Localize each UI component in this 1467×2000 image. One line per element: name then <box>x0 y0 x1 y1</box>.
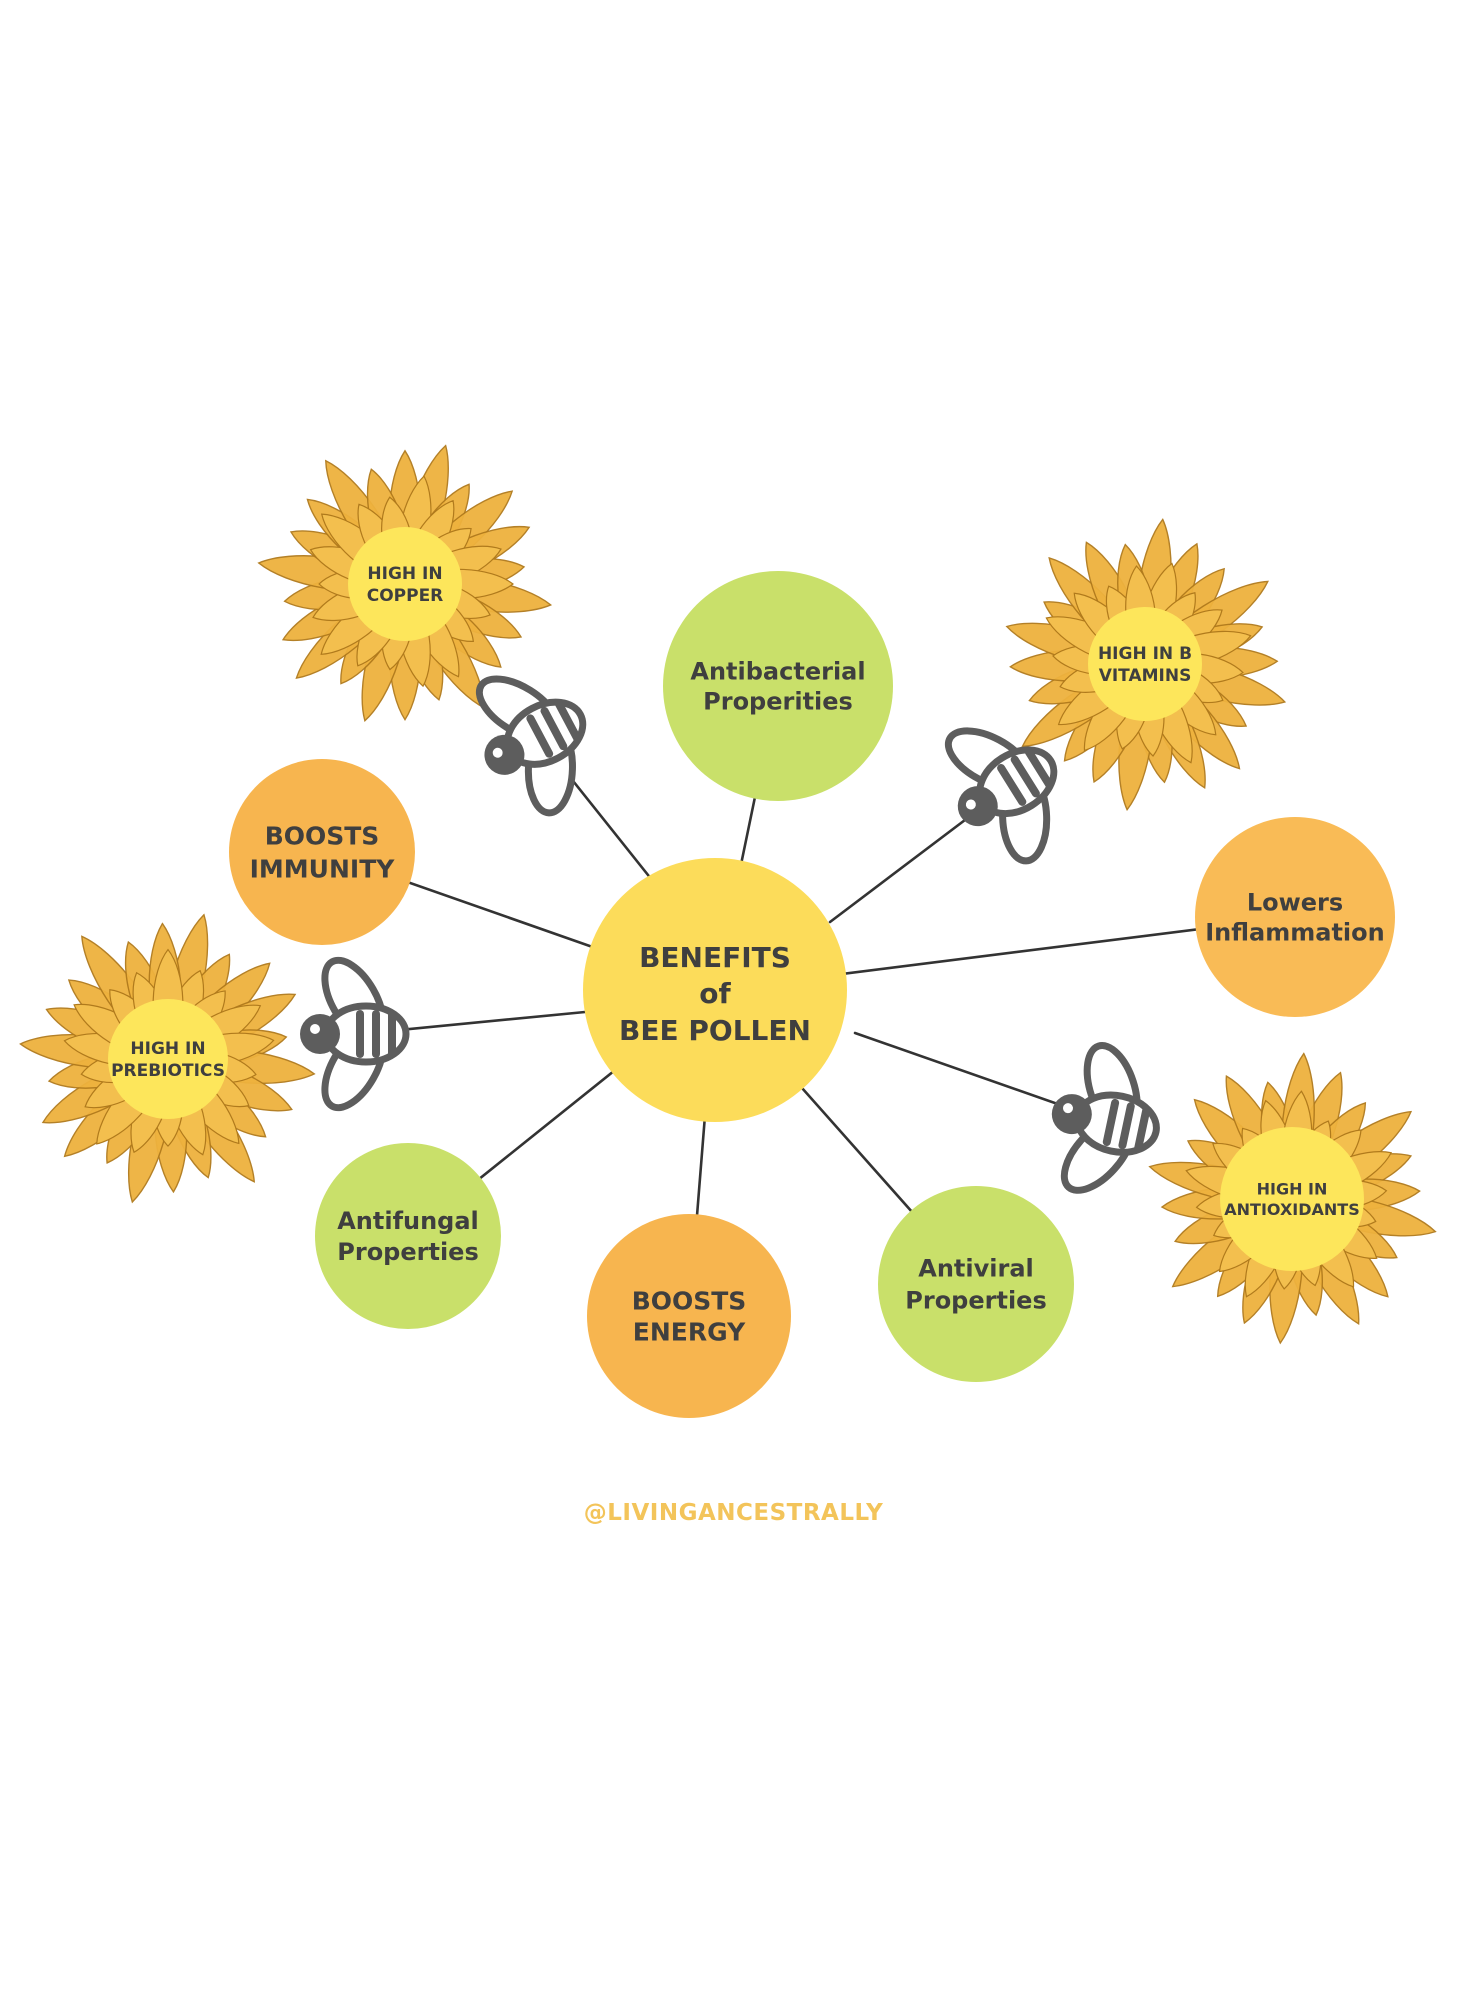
bee-stripe <box>526 714 554 758</box>
node-antiviral-label-1: Antiviral <box>918 1255 1034 1283</box>
bee-stripe <box>540 706 568 751</box>
bee-stripe <box>997 763 1027 806</box>
bee-near-b-vitamins-icon <box>944 727 1058 865</box>
sunflower-b-vitamins-center <box>1088 607 1202 721</box>
center-circle <box>583 858 847 1122</box>
sunflower-antioxidants: HIGH IN ANTIOXIDANTS <box>1148 1052 1437 1345</box>
center-title-line-2: of <box>699 977 731 1010</box>
sunflower-prebiotics-label-1: HIGH IN <box>130 1039 205 1059</box>
sunflower-b-vitamins-label-2: VITAMINS <box>1099 666 1192 686</box>
sunflower-copper-center <box>348 527 462 641</box>
node-antibacterial-label-2: Properities <box>703 688 853 716</box>
sunflower-antioxidants-center <box>1220 1127 1364 1271</box>
sunflower-prebiotics-center <box>108 999 228 1119</box>
center-node: BENEFITS of BEE POLLEN <box>583 858 847 1122</box>
sunflower-copper-label-2: COPPER <box>367 586 444 606</box>
bees <box>300 675 1160 1194</box>
sunflower-prebiotics-label-2: PREBIOTICS <box>111 1061 225 1081</box>
bee-stripe <box>356 1010 364 1058</box>
node-boosts-immunity-label-1: BOOSTS <box>265 822 380 851</box>
bee-stripe <box>1010 755 1040 798</box>
bee-head <box>484 734 525 775</box>
node-antiviral-label-2: Properties <box>905 1287 1046 1315</box>
node-antibacterial-circle <box>663 571 893 801</box>
node-lowers-inflammation-label-1: Lowers <box>1247 889 1343 917</box>
bee-eye <box>310 1024 320 1034</box>
bee-head <box>1051 1094 1092 1135</box>
node-boosts-energy-label-1: BOOSTS <box>632 1287 747 1316</box>
bee-head <box>957 786 998 827</box>
node-boosts-immunity: BOOSTS IMMUNITY <box>229 759 415 945</box>
node-boosts-immunity-circle <box>229 759 415 945</box>
bee-stripe <box>1024 747 1054 789</box>
center-title-line-1: BENEFITS <box>639 941 791 974</box>
sunflower-b-vitamins-label-1: HIGH IN B <box>1098 644 1192 664</box>
node-antifungal-label-2: Properties <box>337 1238 478 1266</box>
center-title-line-3: BEE POLLEN <box>619 1014 811 1047</box>
bee-stripe <box>554 699 582 743</box>
bee-eye <box>1062 1103 1073 1114</box>
node-antifungal-label-1: Antifungal <box>337 1207 479 1235</box>
bee-eye <box>492 747 503 758</box>
bee-eye <box>965 799 976 810</box>
bee-head <box>300 1014 340 1054</box>
node-boosts-energy-label-2: ENERGY <box>633 1318 746 1347</box>
node-boosts-energy-circle <box>587 1214 791 1418</box>
node-lowers-inflammation-label-2: Inflammation <box>1205 919 1384 947</box>
node-antifungal-circle <box>315 1143 501 1329</box>
node-antiviral-circle <box>878 1186 1074 1382</box>
node-boosts-immunity-label-2: IMMUNITY <box>250 855 396 884</box>
bee-stripe <box>388 1010 396 1058</box>
node-antibacterial-label-1: Antibacterial <box>690 658 865 686</box>
node-lowers-inflammation-circle <box>1195 817 1395 1017</box>
sunflower-antioxidants-label-2: ANTIOXIDANTS <box>1224 1200 1359 1219</box>
bee-near-antioxidants-icon <box>1051 1042 1160 1194</box>
bee-stripe <box>1134 1105 1151 1153</box>
footer-handle: @LIVINGANCESTRALLY <box>583 1500 884 1526</box>
bee-stripe <box>1118 1102 1135 1150</box>
bee-stripe <box>372 1010 380 1058</box>
bee-near-copper-icon <box>475 675 587 817</box>
bee-near-prebiotics-icon <box>300 956 410 1112</box>
sunflower-copper-label-1: HIGH IN <box>367 564 442 584</box>
bee-stripe <box>1102 1098 1120 1146</box>
sunflower-antioxidants-label-1: HIGH IN <box>1257 1179 1328 1198</box>
